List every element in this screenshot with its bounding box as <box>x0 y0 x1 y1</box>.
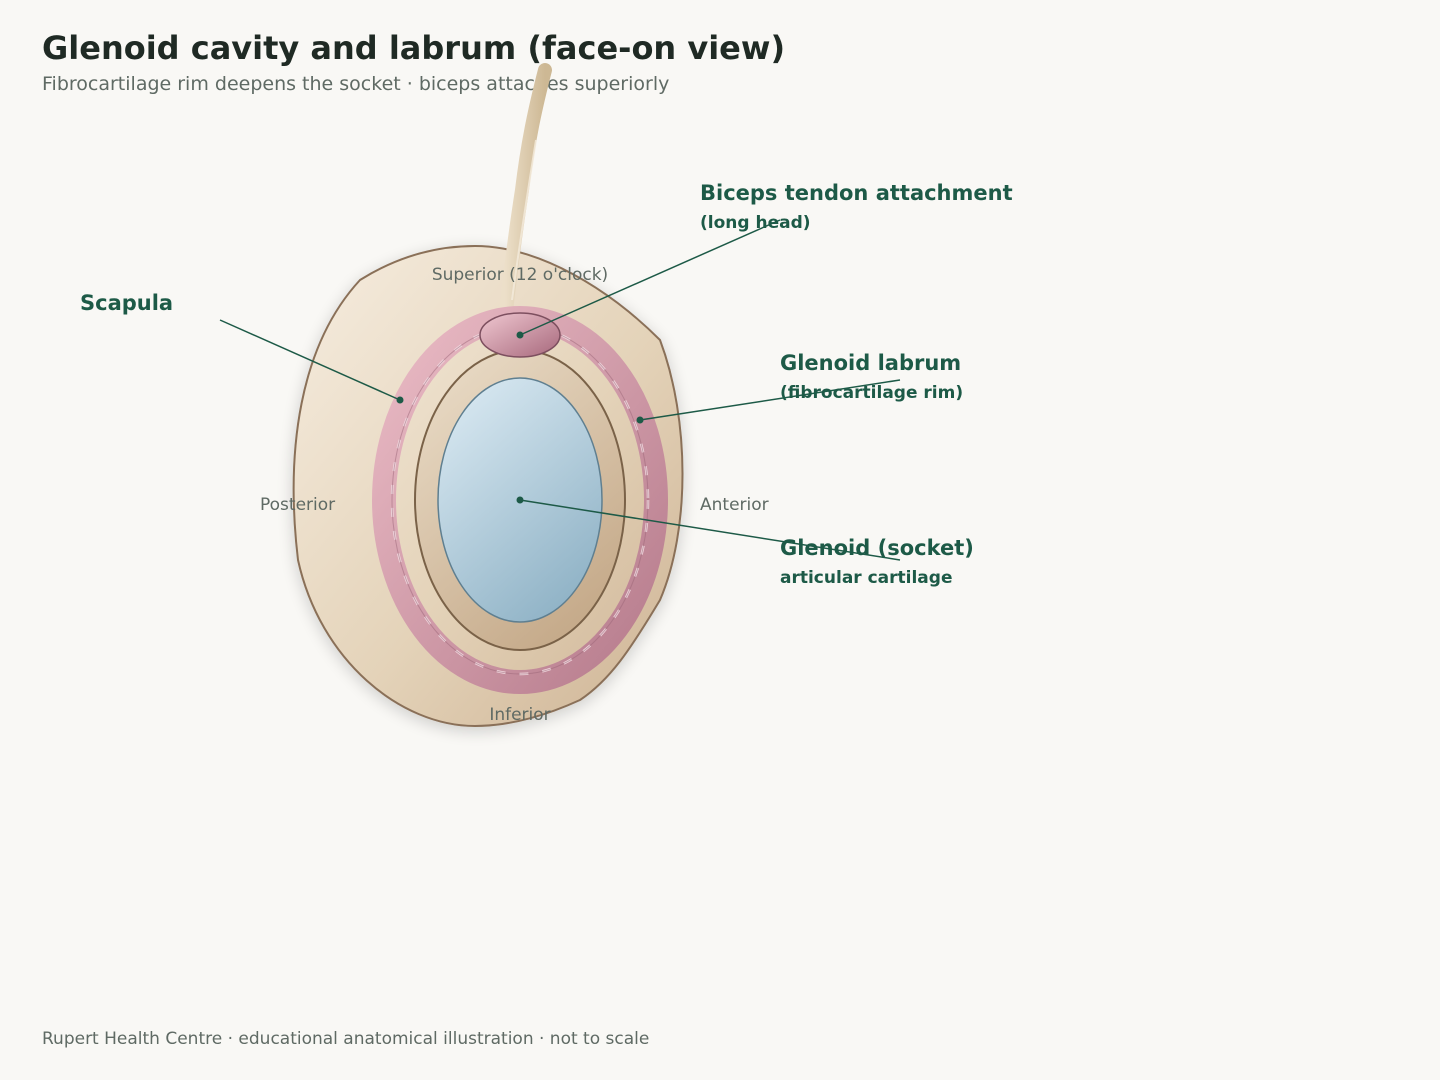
callout-labrum-label: Glenoid labrum <box>780 351 961 375</box>
orient-posterior: Posterior <box>260 495 335 515</box>
dot-biceps <box>516 331 524 339</box>
orient-inferior: Inferior <box>489 705 550 725</box>
leader-labrum <box>639 379 901 421</box>
leader-biceps <box>519 219 781 336</box>
leader-glenoid <box>519 499 901 561</box>
dot-glenoid <box>516 496 524 504</box>
footer-note: Rupert Health Centre · educational anato… <box>42 1029 649 1049</box>
page-title: Glenoid cavity and labrum (face-on view) <box>42 29 785 67</box>
callout-glenoid-sublabel: articular cartilage <box>780 568 952 588</box>
callout-scapula-label: Scapula <box>80 291 173 315</box>
dot-scapula <box>396 396 404 404</box>
callout-biceps-sublabel: (long head) <box>700 213 811 233</box>
orient-superior: Superior (12 o'clock) <box>432 265 608 285</box>
callout-biceps-label: Biceps tendon attachment <box>700 181 1013 205</box>
callout-glenoid-label: Glenoid (socket) <box>780 536 974 560</box>
orient-anterior: Anterior <box>700 495 769 515</box>
biceps-tendon-highlight <box>511 139 537 301</box>
callout-labrum-sublabel: (fibrocartilage rim) <box>780 383 963 403</box>
page-subtitle: Fibrocartilage rim deepens the socket · … <box>42 73 669 95</box>
dot-labrum <box>636 416 644 424</box>
leader-scapula <box>219 319 401 401</box>
biceps-tendon <box>498 63 552 327</box>
